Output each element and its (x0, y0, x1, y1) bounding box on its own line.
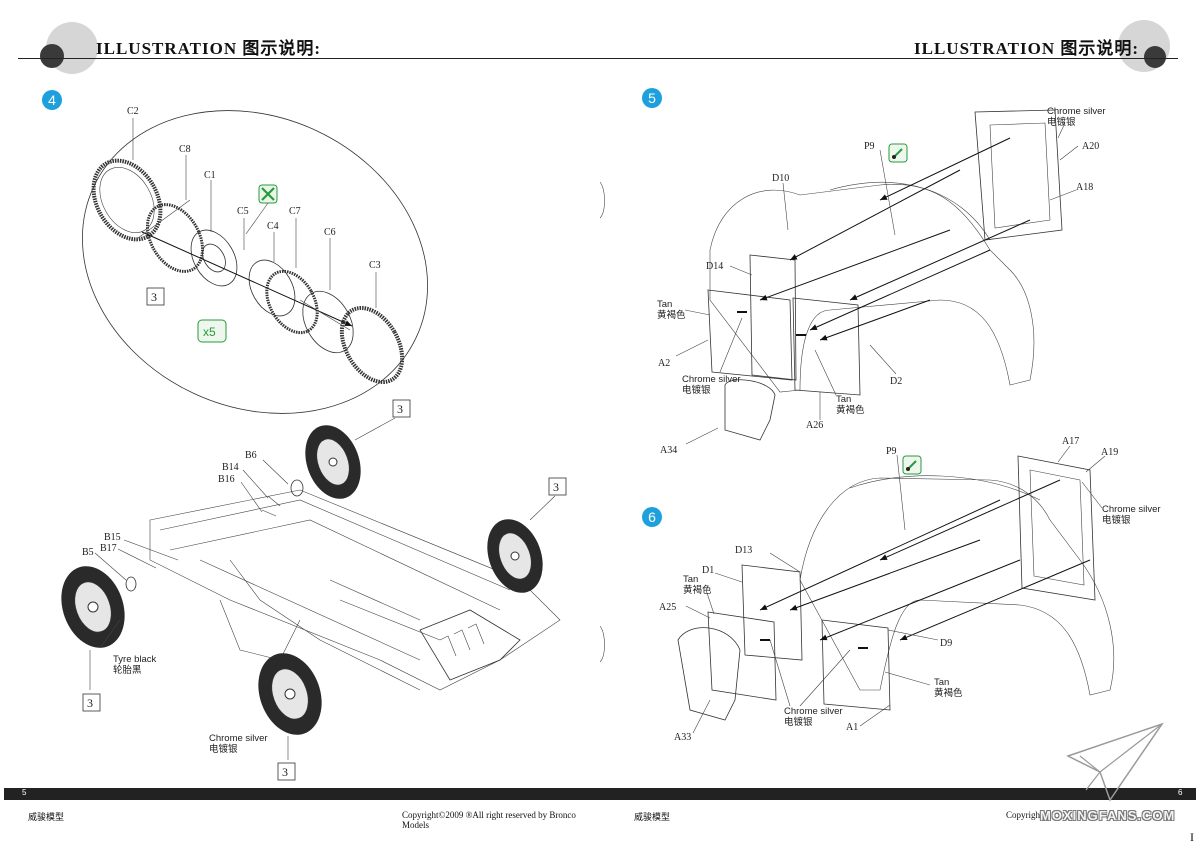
part-label: B16 (218, 474, 235, 485)
part-label: C7 (289, 206, 301, 217)
paint-note: Chrome silver (1102, 504, 1161, 515)
chrome-paint-note: Chrome silver (209, 733, 268, 744)
page-edge-mark: I (1190, 830, 1194, 844)
part-label: D14 (706, 261, 723, 272)
paint-note: Tan (657, 299, 672, 310)
header-rule-left (18, 58, 600, 59)
paint-note-cn: 电镀银 (1047, 116, 1076, 128)
page-number-left: 5 (22, 788, 27, 797)
step-ref-box: 3 (553, 480, 559, 494)
part-label: A19 (1101, 447, 1118, 458)
paint-note: Chrome silver (682, 374, 741, 385)
part-label: C4 (267, 221, 279, 232)
part-label: D13 (735, 545, 752, 556)
header-rule-right (600, 58, 1178, 59)
tyre-paint-note: Tyre black (113, 654, 157, 665)
part-label: C8 (179, 144, 191, 155)
part-label: A18 (1076, 182, 1093, 193)
part-label: P9 (886, 446, 897, 457)
part-label: A20 (1082, 141, 1099, 152)
footer-copyright: Copyright©2009 ®All right reserved by Br… (402, 810, 576, 830)
footer-brand-right: 威骏模型 (634, 812, 671, 822)
part-label: C6 (324, 227, 336, 238)
step-6-badge: 6 (642, 507, 662, 527)
part-label: A25 (659, 602, 676, 613)
step-ref-box: 3 (397, 402, 403, 416)
paint-note: Chrome silver (1047, 106, 1106, 117)
paint-note-cn: 黄褐色 (934, 687, 963, 699)
tyre-paint-note-cn: 轮胎黑 (113, 664, 142, 676)
part-label: A34 (660, 445, 677, 456)
step-5-body-assembly: P9 A20 A18 D10 D14 A2 D2 A26 A34 Chrome … (657, 106, 1106, 456)
part-label: P9 (864, 141, 875, 152)
step-4-wheel-assembly: C2 C8 C1 C5 C7 C4 C6 C3 3 x5 (82, 106, 428, 414)
footer-bar-left (4, 788, 600, 800)
part-label: B5 (82, 547, 94, 558)
chrome-paint-note-cn: 电镀银 (209, 743, 238, 755)
part-label: C3 (369, 260, 381, 271)
paint-note: Tan (934, 677, 949, 688)
part-label: B6 (245, 450, 257, 461)
part-label: B15 (104, 532, 121, 543)
page-number-right: 6 (1178, 788, 1183, 797)
step-4-badge: 4 (42, 90, 62, 110)
part-label: A33 (674, 732, 691, 743)
header-title-right: ILLUSTRATION 图示说明: (914, 39, 1140, 58)
part-label: D2 (890, 376, 902, 387)
part-label: C5 (237, 206, 249, 217)
part-label: D9 (940, 638, 952, 649)
part-label: B14 (222, 462, 239, 473)
left-page: ILLUSTRATION 图示说明: 4 5 威骏模型 Copyright©20… (4, 22, 600, 830)
step-ref-box: 3 (151, 290, 157, 304)
header-title-left: ILLUSTRATION 图示说明: (96, 39, 322, 58)
part-label: C2 (127, 106, 139, 117)
paint-note: Chrome silver (784, 706, 843, 717)
paint-note-cn: 黄褐色 (836, 404, 865, 416)
footer-copyright-right: Copyright (1006, 810, 1043, 820)
step-6-body-assembly: P9 A17 A19 D13 D1 A25 D9 A1 A33 Chrome s… (659, 436, 1161, 743)
step-5-badge: 5 (642, 88, 662, 108)
step-ref-box: 3 (87, 696, 93, 710)
part-label: C1 (204, 170, 216, 181)
footer-brand-left: 威骏模型 (28, 812, 65, 822)
footer-bar-right (600, 788, 1196, 800)
paint-note-cn: 电镀银 (1102, 514, 1131, 526)
header-circle-dark-right (1144, 46, 1166, 68)
chassis-assembly: B6 B14 B16 B15 B17 B5 3 3 3 3 Tyre black… (61, 399, 567, 781)
multiplier-badge: x5 (203, 325, 216, 339)
part-label: D1 (702, 565, 714, 576)
paint-note-cn: 黄褐色 (657, 309, 686, 321)
part-label: A1 (846, 722, 858, 733)
step-ref-box: 3 (282, 765, 288, 779)
watermark: MOXINGFANS.COM (1040, 808, 1176, 823)
right-page: ILLUSTRATION 图示说明: 5 6 6 威骏模型 Copyright (600, 0, 1200, 848)
paint-note: Tan (836, 394, 851, 405)
part-label: D10 (772, 173, 789, 184)
part-label: A2 (658, 358, 670, 369)
paint-note-cn: 电镀银 (784, 716, 813, 728)
part-label: A26 (806, 420, 823, 431)
paint-note-cn: 黄褐色 (683, 584, 712, 596)
part-label: B17 (100, 543, 117, 554)
paint-note-cn: 电镀银 (682, 384, 711, 396)
header-circle-dark (40, 44, 64, 68)
paint-note: Tan (683, 574, 698, 585)
paper-plane-logo (1066, 722, 1164, 802)
part-label: A17 (1062, 436, 1079, 447)
